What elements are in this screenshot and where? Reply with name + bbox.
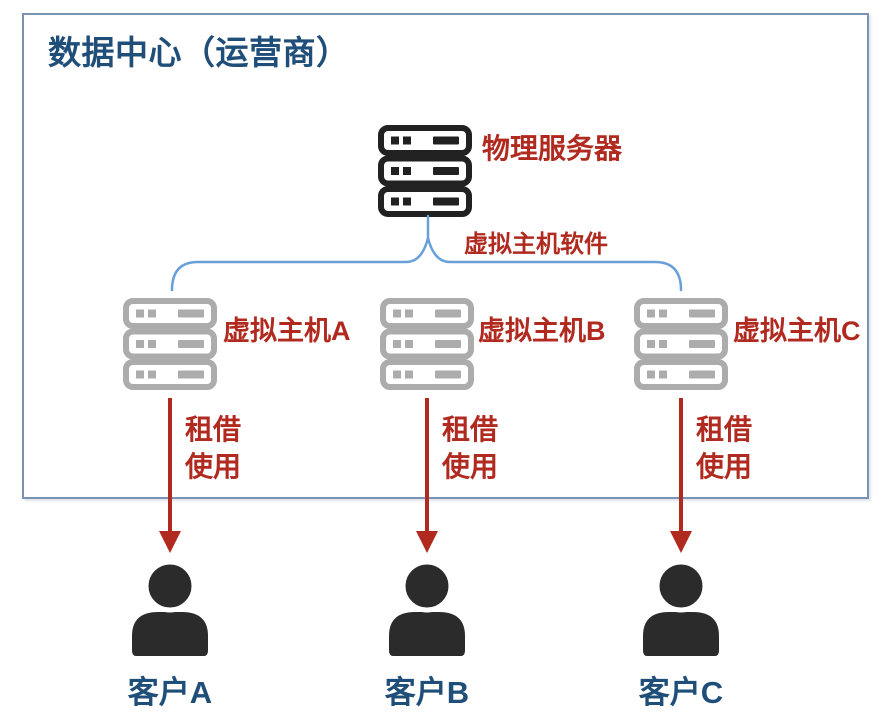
rent-arrow-a-head-icon [159,531,181,553]
rent-usage-label-b: 租借 使用 [442,414,499,482]
user-c-icon [643,560,719,656]
user-a-icon [132,560,208,656]
physical-server-icon [378,125,472,217]
rent-usage-label-c: 租借 使用 [696,414,753,482]
rent-arrow-c-head-icon [670,531,692,553]
rent-arrow-c-line [679,398,683,532]
virtualization-software-label: 虚拟主机软件 [464,231,608,258]
user-b-icon [389,560,465,656]
virtual-server-a-label: 虚拟主机A [223,316,351,346]
customer-b-label: 客户B [384,675,470,710]
rent-arrow-b-head-icon [416,531,438,553]
datacenter-box [22,13,869,499]
rent-arrow-a-line [168,398,172,532]
virtual-server-b-icon [380,298,474,390]
virtual-server-a-icon [123,298,217,390]
rent-arrow-b-line [425,398,429,532]
physical-server-label: 物理服务器 [482,133,623,164]
virtual-server-c-icon [634,298,728,390]
datacenter-title: 数据中心（运营商） [48,34,350,71]
brace-connector-icon [170,214,683,292]
virtual-server-c-label: 虚拟主机C [733,316,861,346]
customer-c-label: 客户C [638,675,724,710]
virtual-server-b-label: 虚拟主机B [478,316,606,346]
customer-a-label: 客户A [127,675,213,710]
rent-usage-label-a: 租借 使用 [185,414,242,482]
